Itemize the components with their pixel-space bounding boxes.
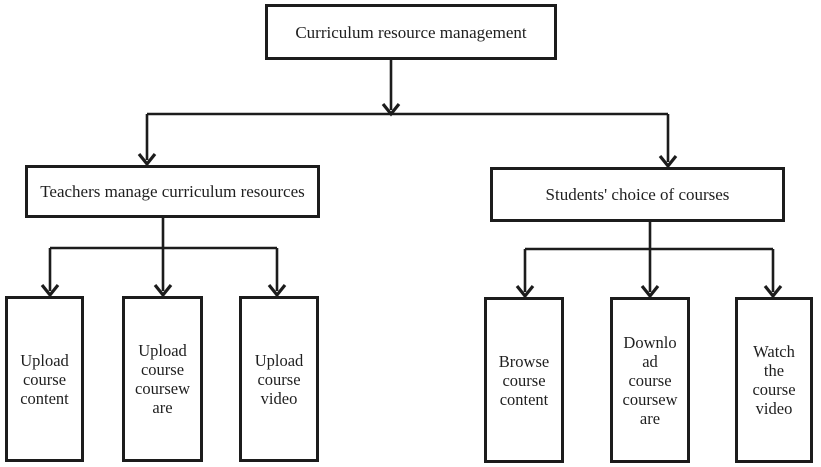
branch-node-teachers-manage-resources: Teachers manage curriculum resources [25,165,320,218]
branch-node-students-choice-of-courses: Students' choice of courses [490,167,785,222]
node-label: Upload course video [254,350,304,408]
root-node-curriculum-resource-management: Curriculum resource management [265,4,557,60]
node-label: Browse course content [498,351,550,409]
leaf-node-download-course-courseware: Downlo ad course coursew are [610,297,690,463]
node-label: Students' choice of courses [545,185,730,204]
leaf-node-upload-course-content: Upload course content [5,296,84,462]
leaf-node-upload-course-courseware: Upload course coursew are [122,296,203,462]
node-label: Upload course content [20,350,69,408]
node-label: Curriculum resource management [295,22,527,42]
leaf-node-upload-course-video: Upload course video [239,296,319,462]
leaf-node-watch-the-course-video: Watch the course video [735,297,813,463]
node-label: Teachers manage curriculum resources [40,182,305,201]
node-label: Watch the course video [752,342,796,418]
node-label: Upload course coursew are [135,341,190,417]
node-label: Downlo ad course coursew are [622,332,678,428]
leaf-node-browse-course-content: Browse course content [484,297,564,463]
